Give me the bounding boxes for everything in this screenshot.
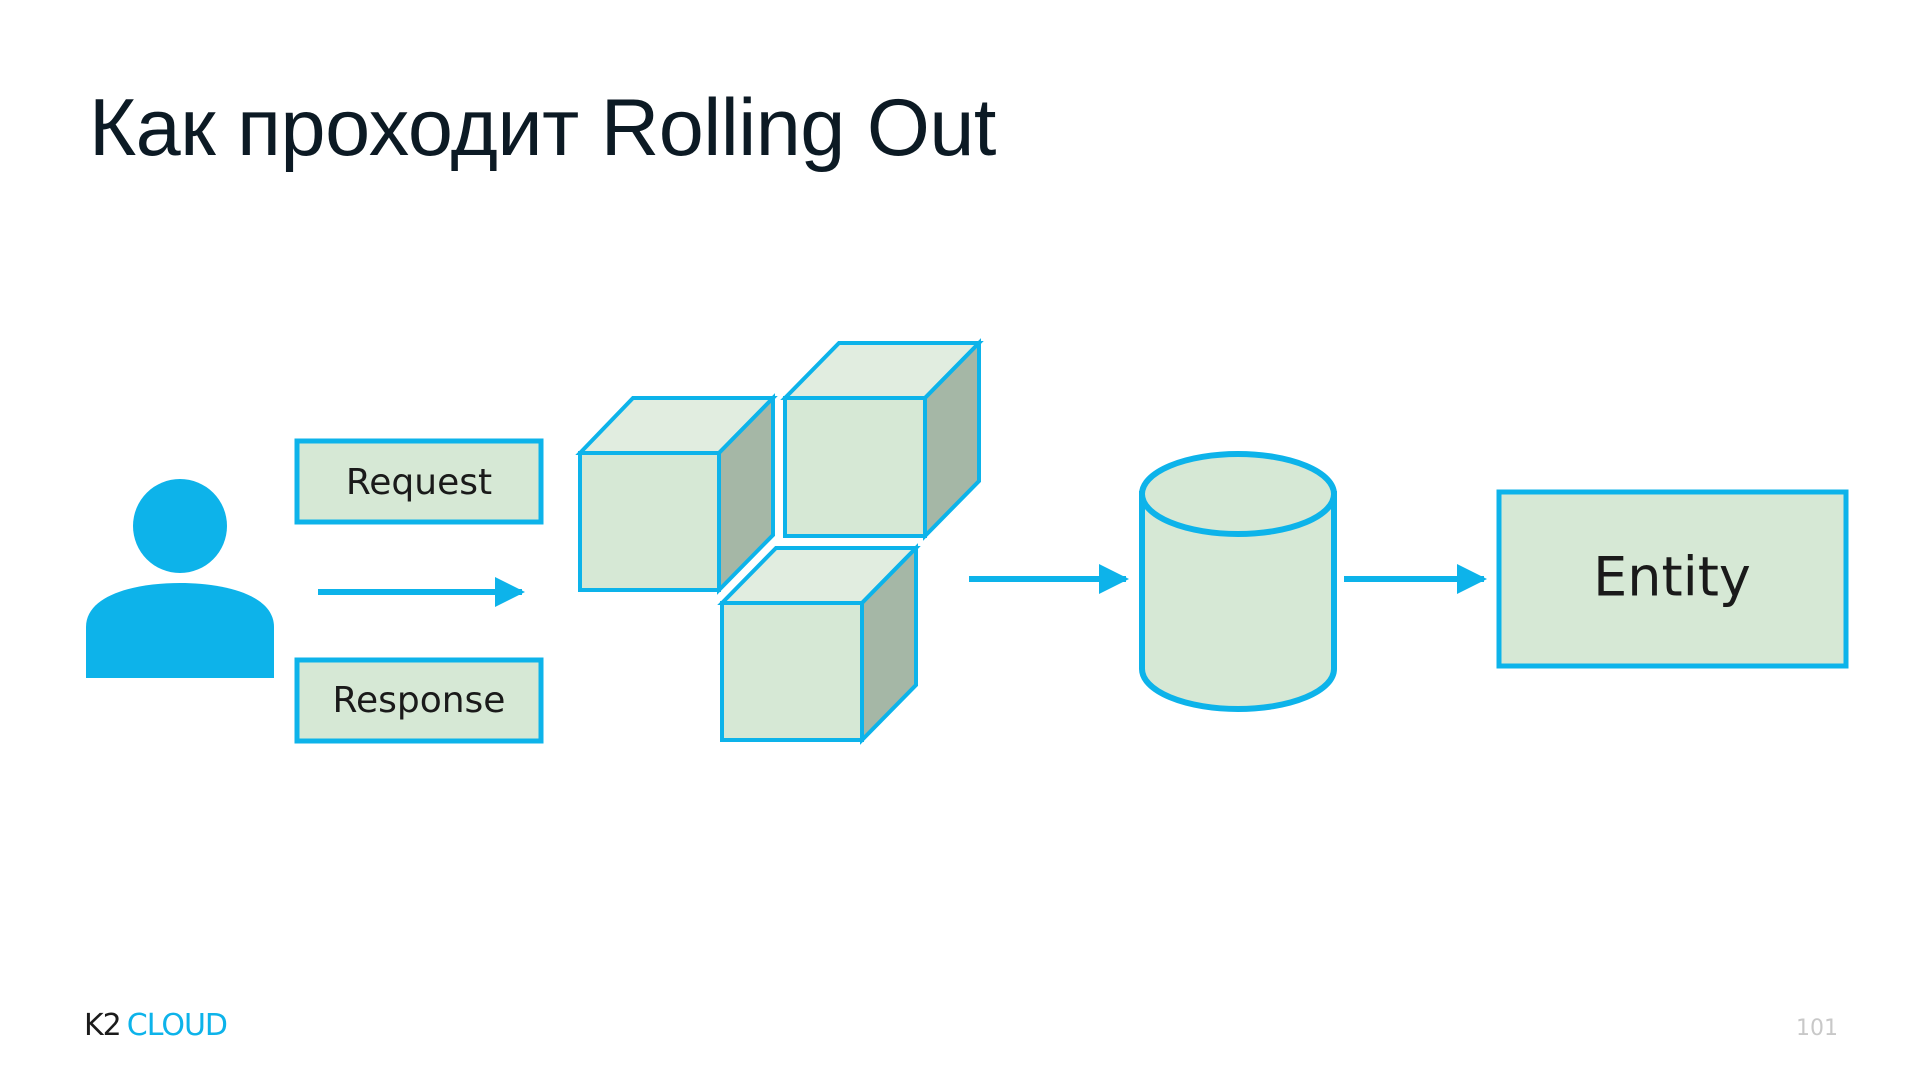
database-icon	[1139, 451, 1337, 712]
request-box: Request	[294, 438, 544, 525]
entity-label: Entity	[1593, 546, 1751, 609]
user-icon	[86, 479, 274, 678]
slide-title: Как проходит Rolling Out	[89, 83, 996, 173]
response-box: Response	[294, 657, 544, 744]
cube-icon	[575, 393, 778, 595]
page-number: 101	[1796, 1016, 1838, 1041]
cube-icon	[717, 543, 921, 745]
request-label: Request	[346, 462, 492, 503]
entity-box: Entity	[1496, 489, 1849, 669]
logo-cloud-text: CLOUD	[126, 1008, 228, 1043]
logo-k2-text: K2	[84, 1008, 122, 1043]
response-label: Response	[333, 680, 506, 721]
cube-icon	[780, 338, 984, 541]
